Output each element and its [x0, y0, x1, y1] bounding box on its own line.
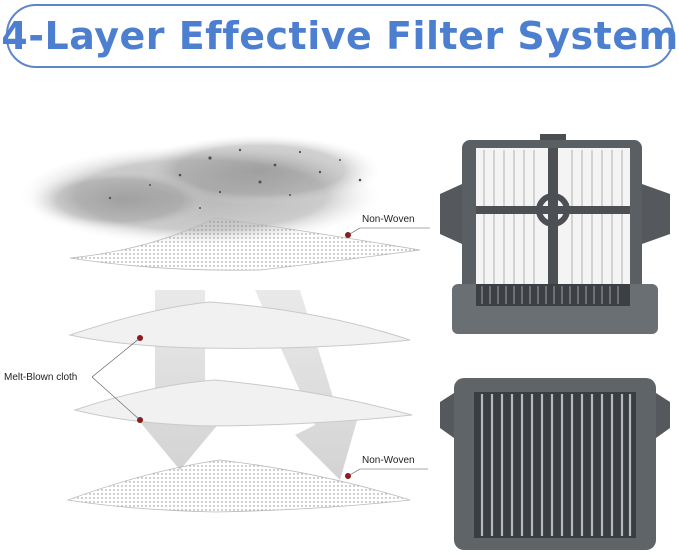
filter-layer-icon	[20, 135, 430, 513]
non-woven-top-label: Non-Woven	[362, 214, 415, 225]
title-banner: 4-Layer Effective Filter System	[1, 4, 678, 68]
melt-blown-label: Melt-Blown cloth	[4, 372, 78, 383]
filter-layers-diagram: Non-Woven Melt-Blown cloth Non-Woven	[0, 80, 440, 557]
page-title: 4-Layer Effective Filter System	[1, 14, 679, 58]
pleated-filter-photo	[440, 378, 670, 550]
dust-particles-icon	[20, 135, 380, 245]
hepa-filter-photo	[440, 134, 670, 342]
non-woven-bottom-label: Non-Woven	[362, 455, 415, 466]
